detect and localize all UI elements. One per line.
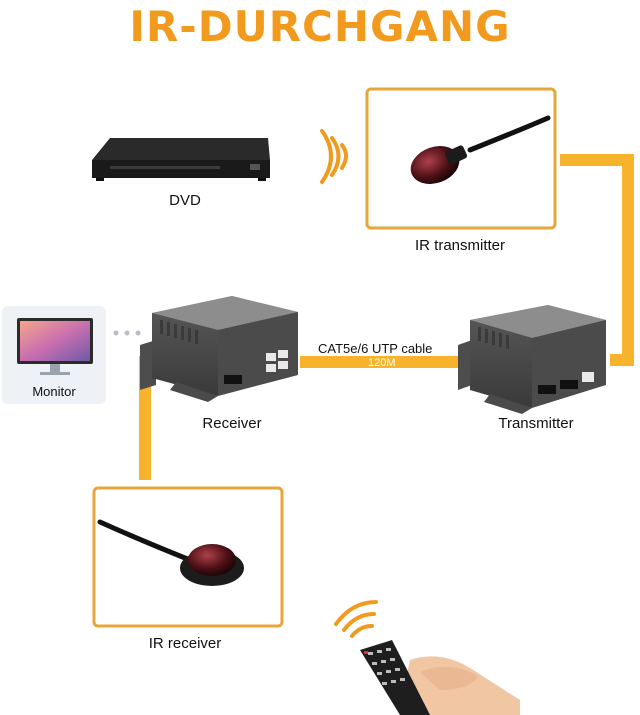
cable-utp bbox=[300, 356, 465, 368]
receiver-label: Receiver bbox=[202, 415, 262, 432]
ir-transmitter-frame bbox=[365, 87, 557, 230]
cable-length-label: 120M bbox=[368, 357, 396, 369]
monitor-label: Monitor bbox=[32, 384, 76, 399]
monitor-dots bbox=[113, 330, 141, 336]
dvd-player bbox=[92, 138, 270, 181]
ir-signal-waves-top-icon bbox=[320, 129, 348, 184]
dvd-label: DVD bbox=[169, 192, 201, 209]
ir-receiver-frame bbox=[92, 486, 284, 628]
ir-receiver-label: IR receiver bbox=[148, 635, 222, 652]
transmitter-device bbox=[458, 305, 606, 414]
cable-type-label: CAT5e/6 UTP cable bbox=[318, 341, 433, 356]
monitor bbox=[2, 306, 106, 404]
transmitter-label: Transmitter bbox=[498, 415, 574, 432]
page-title: IR-DURCHGANG bbox=[129, 2, 511, 51]
receiver-device bbox=[140, 296, 298, 402]
cable-tx-ir bbox=[560, 154, 634, 366]
remote-control-hand bbox=[360, 640, 520, 715]
ir-transmitter-label: IR transmitter bbox=[414, 237, 505, 254]
ir-signal-waves-bottom-icon bbox=[334, 600, 378, 638]
